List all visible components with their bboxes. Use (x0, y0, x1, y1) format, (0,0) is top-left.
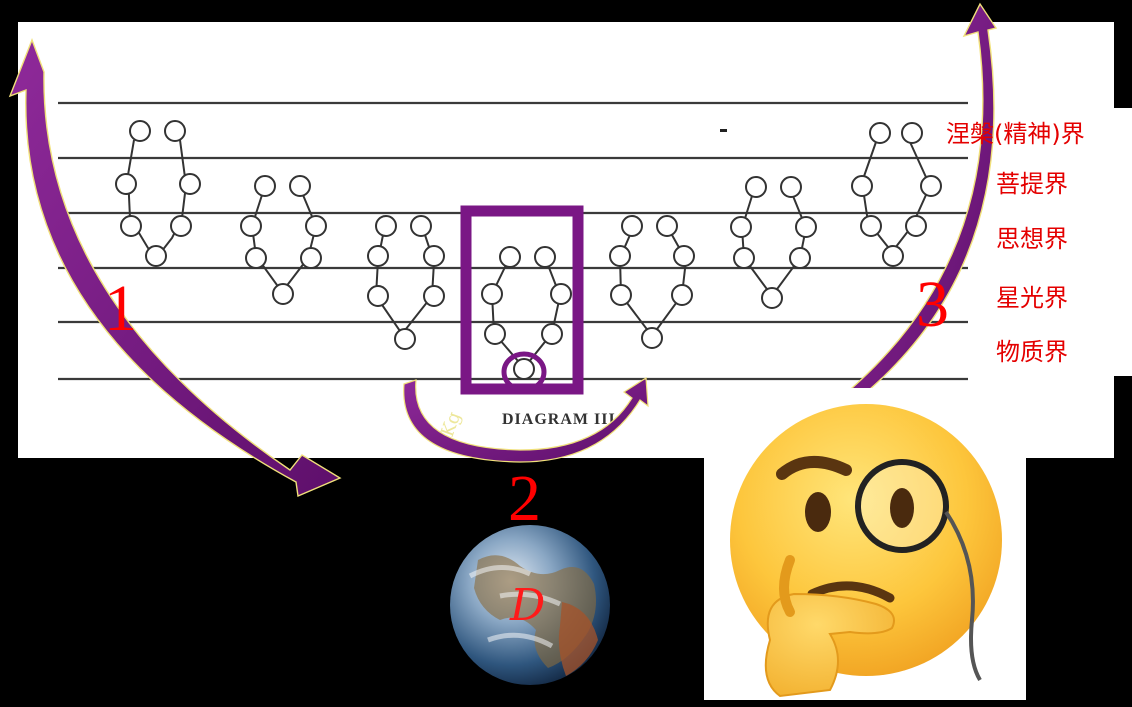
arrow-1 (8, 38, 342, 498)
earth-label: D (509, 580, 545, 631)
stray-mark (720, 129, 727, 132)
plane-label-mental: 思想界 (996, 225, 1068, 253)
earth-image: D (416, 520, 644, 690)
circle-chain-7 (851, 122, 942, 267)
highlight-ring (501, 351, 547, 393)
arrow-3 (850, 2, 998, 397)
circle-chain-4 (481, 246, 572, 380)
plane-label-physical: 物质界 (996, 338, 1068, 366)
circle-chain-1 (115, 120, 201, 267)
plane-label-nirvana: 涅槃(精神)界 (946, 120, 1085, 148)
circle-chain-6 (730, 176, 817, 309)
circle-chain-3 (367, 215, 445, 350)
thinking-monocle-emoji (704, 388, 1026, 700)
circle-chain-2 (240, 175, 327, 305)
plane-label-astral: 星光界 (996, 284, 1068, 312)
circle-chain-5 (609, 215, 695, 349)
number-1: 1 (104, 272, 137, 345)
diagram-caption: DIAGRAM III (502, 411, 616, 428)
plane-label-bodhi: 菩提界 (996, 170, 1068, 198)
number-3: 3 (916, 268, 949, 341)
arrow-return (403, 376, 649, 463)
